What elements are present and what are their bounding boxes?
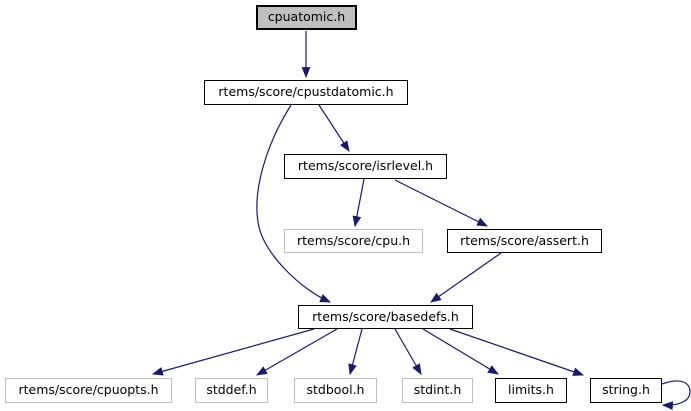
edge-basedefs-to-limits <box>422 328 499 375</box>
edge-basedefs-to-cpuopts <box>151 328 315 376</box>
node-rtems-score-isrlevel-h[interactable]: rtems/score/isrlevel.h <box>284 154 447 179</box>
node-limits-h[interactable]: limits.h <box>495 378 567 403</box>
edge-basedefs-to-stddef <box>256 328 338 376</box>
node-rtems-score-cpu-h: rtems/score/cpu.h <box>284 229 423 253</box>
node-string-h[interactable]: string.h <box>590 378 662 403</box>
node-stdint-h: stdint.h <box>402 378 473 403</box>
edge-basedefs-to-string <box>449 328 585 376</box>
edge-isrlevel-to-cpu <box>352 178 365 228</box>
node-stdbool-h: stdbool.h <box>294 378 377 403</box>
node-rtems-score-basedefs-h[interactable]: rtems/score/basedefs.h <box>298 305 473 329</box>
edge-cpustdatomic-to-isrlevel <box>318 104 350 152</box>
node-rtems-score-cpuopts-h: rtems/score/cpuopts.h <box>5 378 172 403</box>
node-cpuatomic-h: cpuatomic.h <box>256 5 357 30</box>
node-rtems-score-assert-h[interactable]: rtems/score/assert.h <box>447 229 602 253</box>
edge-cpustdatomic-to-basedefs <box>256 104 332 303</box>
edge-assert-to-basedefs <box>430 252 502 303</box>
edge-basedefs-to-stdint <box>394 328 422 375</box>
edge-isrlevel-to-assert <box>394 179 488 227</box>
edge-string-self-loop <box>661 380 691 410</box>
edge-basedefs-to-stdbool <box>348 328 363 376</box>
node-rtems-score-cpustdatomic-h[interactable]: rtems/score/cpustdatomic.h <box>204 80 408 105</box>
node-stddef-h: stddef.h <box>195 378 268 403</box>
